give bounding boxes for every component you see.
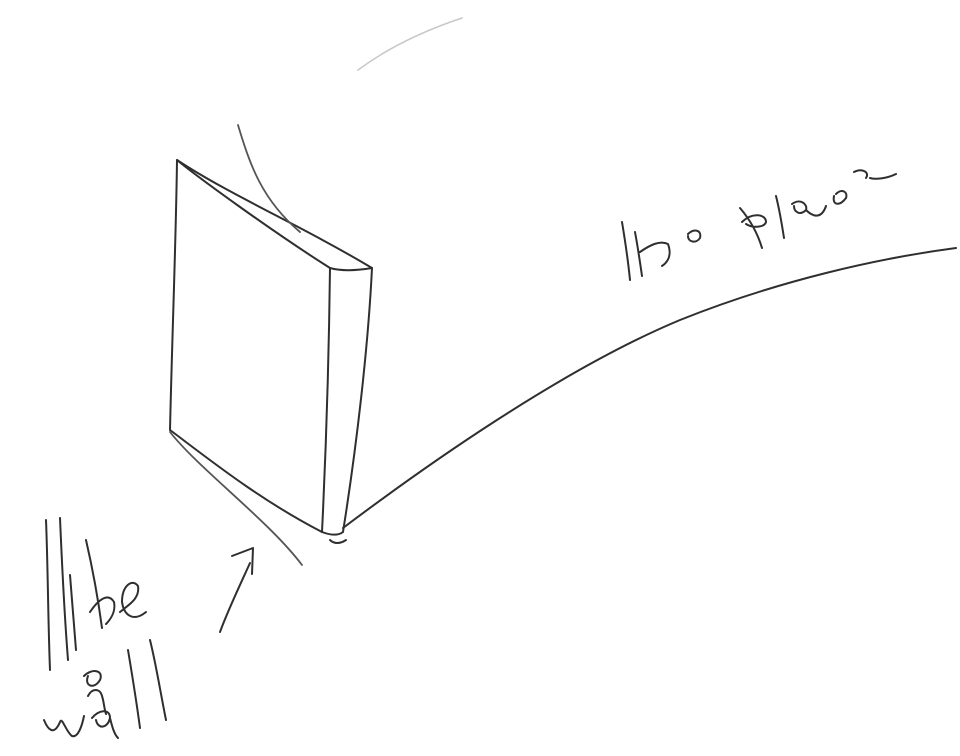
arrow-to-wall xyxy=(220,548,253,632)
wall-top-edge xyxy=(177,160,372,270)
wall-back-curve xyxy=(170,125,302,565)
faint-top-arc xyxy=(358,18,462,70)
arrow-head xyxy=(232,548,253,574)
annotation-like-a-plane: like a plane xyxy=(622,170,896,301)
handwriting-like-a-plane xyxy=(622,170,896,280)
like-a-plane-text: like a plane xyxy=(624,299,630,301)
wall-front-face xyxy=(170,160,330,532)
wall-panel xyxy=(170,160,372,543)
handwriting-like-a-wall xyxy=(44,518,166,738)
annotation-like-a-wall: like a wall xyxy=(44,518,166,749)
plane-curve xyxy=(343,248,956,528)
like-a-wall-text: like a wall xyxy=(44,747,50,749)
arrow-shaft xyxy=(220,563,250,632)
wall-corner-mark xyxy=(330,540,346,543)
